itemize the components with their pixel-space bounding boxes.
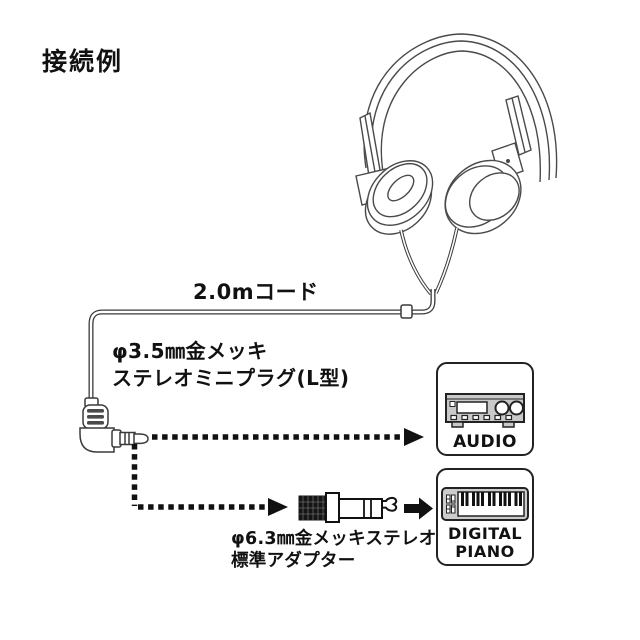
mini-plug-icon — [79, 397, 149, 453]
digital-piano-label-line2: PIANO — [455, 541, 515, 561]
piano-keyboard-icon — [441, 487, 529, 521]
adapter-label: φ6.3㎜金メッキステレオ 標準アダプター — [231, 528, 437, 572]
stereo-receiver-icon — [445, 393, 525, 428]
adapter-label-line1: φ6.3㎜金メッキステレオ — [231, 529, 437, 549]
mini-plug-label-line1: φ3.5㎜金メッキ — [112, 339, 268, 363]
digital-piano-device-label: DIGITAL PIANO — [448, 525, 522, 560]
headphones-icon — [355, 33, 558, 235]
digital-piano-label-line1: DIGITAL — [447, 524, 523, 543]
cable-ferrule — [400, 304, 413, 319]
dashed-arrow-to-audio — [152, 428, 424, 446]
digital-piano-device-box: DIGITAL PIANO — [436, 468, 534, 566]
dashed-arrow-to-piano — [131, 444, 288, 516]
adapter-plug-icon — [298, 492, 398, 523]
solid-arrow-to-piano — [404, 497, 433, 520]
arrowhead-adapter — [268, 498, 288, 516]
audio-device-label: AUDIO — [453, 432, 517, 452]
adapter-label-line2: 標準アダプター — [231, 551, 356, 571]
cord-length-label: 2.0mコード — [193, 280, 319, 304]
mini-plug-label: φ3.5㎜金メッキ ステレオミニプラグ(L型) — [112, 338, 350, 392]
arrowhead-audio — [404, 428, 424, 446]
headphone-cable — [88, 227, 459, 400]
page-title: 接続例 — [42, 47, 124, 76]
audio-device-box: AUDIO — [436, 362, 534, 456]
mini-plug-label-line2: ステレオミニプラグ(L型) — [112, 366, 350, 390]
